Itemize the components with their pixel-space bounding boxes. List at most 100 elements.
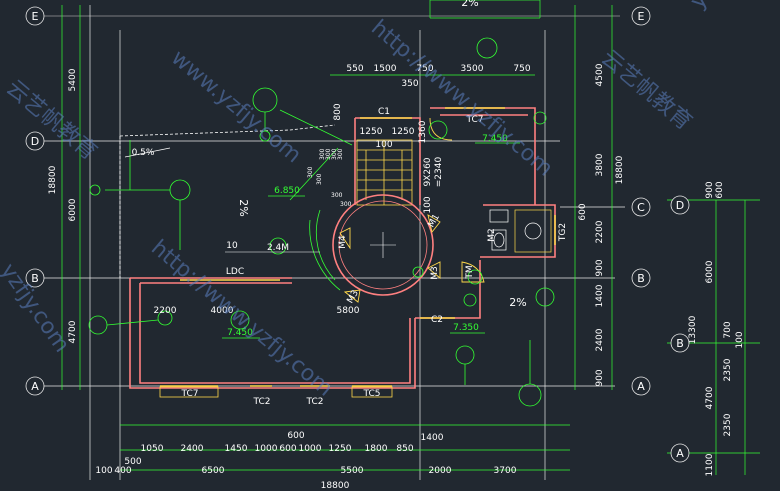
axis-label: D	[676, 199, 684, 212]
staircase	[356, 139, 413, 206]
dim-text: 18800	[615, 155, 625, 184]
dim-text: 18800	[321, 481, 350, 491]
dim-text: 2000	[429, 466, 452, 476]
dim-text: 700	[723, 321, 733, 338]
axis-label: C	[637, 201, 645, 214]
dim-text: =2340	[434, 157, 444, 188]
axis-label: A	[637, 380, 645, 393]
dim-text: 4500	[595, 63, 605, 86]
level-mark: 10	[226, 241, 238, 251]
dim-text: 6500	[202, 466, 225, 476]
dim-text: 400	[114, 466, 131, 476]
slope-mark: 2%	[509, 296, 526, 309]
dim-text: 5500	[341, 466, 364, 476]
dim-text: 900	[705, 181, 715, 198]
dim-text: 100	[95, 466, 112, 476]
window-label: TC2	[253, 397, 271, 407]
dim-text: 2350	[723, 358, 733, 381]
axis-label: E	[638, 10, 645, 23]
right-dimensions: 4500 3800 600 2200 900 1400 2400 900 188…	[578, 63, 625, 386]
left-dimensions: 5400 18800 6000 4700	[48, 68, 78, 343]
dim-text: 300	[331, 148, 338, 160]
dim-text: 4700	[68, 320, 78, 343]
dim-text: 6000	[705, 260, 715, 283]
dim-text: 2400	[181, 444, 204, 454]
dim-text: 900	[595, 259, 605, 276]
door-label: M4	[338, 235, 348, 249]
dim-text: 600	[715, 181, 725, 198]
dim-text: 1000	[299, 444, 322, 454]
dim-text: 850	[396, 444, 413, 454]
round-tower	[309, 194, 434, 296]
dim-text: 300	[325, 148, 332, 160]
door-label: TM	[465, 265, 475, 279]
top-dimensions: 550 1500 750 3500 750 350 800	[333, 64, 531, 121]
watermark: http://www.yzfjy.com	[366, 15, 557, 181]
window-label: TC2	[306, 397, 324, 407]
dim-text: 6000	[68, 198, 78, 221]
stair-dimensions: 1250 1250 100 1360 9X260 =2340 100	[360, 120, 444, 213]
dim-text: 300	[331, 192, 343, 199]
dim-text: 750	[416, 64, 433, 74]
window-bays	[159, 386, 393, 398]
stair-step-dimensions: 300 300 300 300 300 300 300 300	[307, 148, 352, 208]
window-label: TC5	[363, 389, 381, 399]
axis-label: B	[637, 272, 645, 285]
dim-text: 100	[735, 331, 745, 348]
dim-text: 3800	[595, 153, 605, 176]
dim-text: 900	[595, 369, 605, 386]
dim-text: 1250	[329, 444, 352, 454]
watermark: yzfjy.com	[685, 0, 770, 14]
axis-label: A	[676, 447, 684, 460]
slope-mark: 2%	[237, 199, 250, 216]
axis-label: B	[676, 337, 684, 350]
windows	[160, 107, 556, 387]
dim-text: 1360	[418, 120, 428, 143]
dim-text: 1500	[374, 64, 397, 74]
axis-label: D	[31, 135, 39, 148]
dim-text: 9X260	[423, 157, 433, 186]
dim-text: 100	[375, 140, 392, 150]
dim-text: 600	[279, 444, 296, 454]
dimension-lines	[61, 0, 760, 475]
dim-text: 1400	[595, 284, 605, 307]
dim-text: 1050	[141, 444, 164, 454]
slope-mark: 2%	[461, 0, 478, 9]
dim-text: 18800	[48, 165, 58, 194]
dim-text: 300	[307, 166, 314, 178]
elevation-mark: 7.350	[453, 323, 479, 333]
axis-label: B	[31, 272, 39, 285]
window-label: C1	[378, 107, 390, 117]
room-dimensions: 2200 4000 5800	[154, 306, 360, 316]
level-mark: 2.4M	[267, 243, 289, 253]
dim-text: 5400	[68, 68, 78, 91]
dim-text: 4700	[705, 386, 715, 409]
dim-text: 1250	[360, 127, 383, 137]
bathroom-fixtures	[489, 209, 552, 253]
watermark: 云艺帆教育	[596, 45, 696, 135]
watermark: 云艺帆教育	[1, 75, 101, 165]
dim-text: 500	[124, 457, 141, 467]
dim-text: 3700	[494, 466, 517, 476]
dim-text: 750	[513, 64, 530, 74]
watermark: http://www.yzfjy.com	[146, 235, 337, 401]
dim-text: 1250	[392, 127, 415, 137]
door-label: TG2	[558, 223, 568, 242]
axis-label: E	[32, 10, 39, 23]
dim-text: 1800	[365, 444, 388, 454]
annotation-markers	[88, 37, 555, 407]
door-label: M3	[346, 289, 361, 306]
window-label: TC7	[181, 389, 199, 399]
dim-text: 100	[423, 196, 433, 213]
dim-text: 550	[346, 64, 363, 74]
balcony-outline	[119, 124, 336, 278]
elevation-mark: 6.850	[274, 186, 300, 196]
window-label: TC7	[466, 115, 484, 125]
dim-text: 5800	[337, 306, 360, 316]
dim-text: 800	[333, 103, 343, 120]
dim-text: 1400	[421, 433, 444, 443]
dim-text: 2400	[595, 328, 605, 351]
bottom-dimensions: 1050 2400 1450 1000 600 1000 1250 1800 8…	[95, 431, 516, 491]
dim-text: 300	[337, 148, 344, 160]
